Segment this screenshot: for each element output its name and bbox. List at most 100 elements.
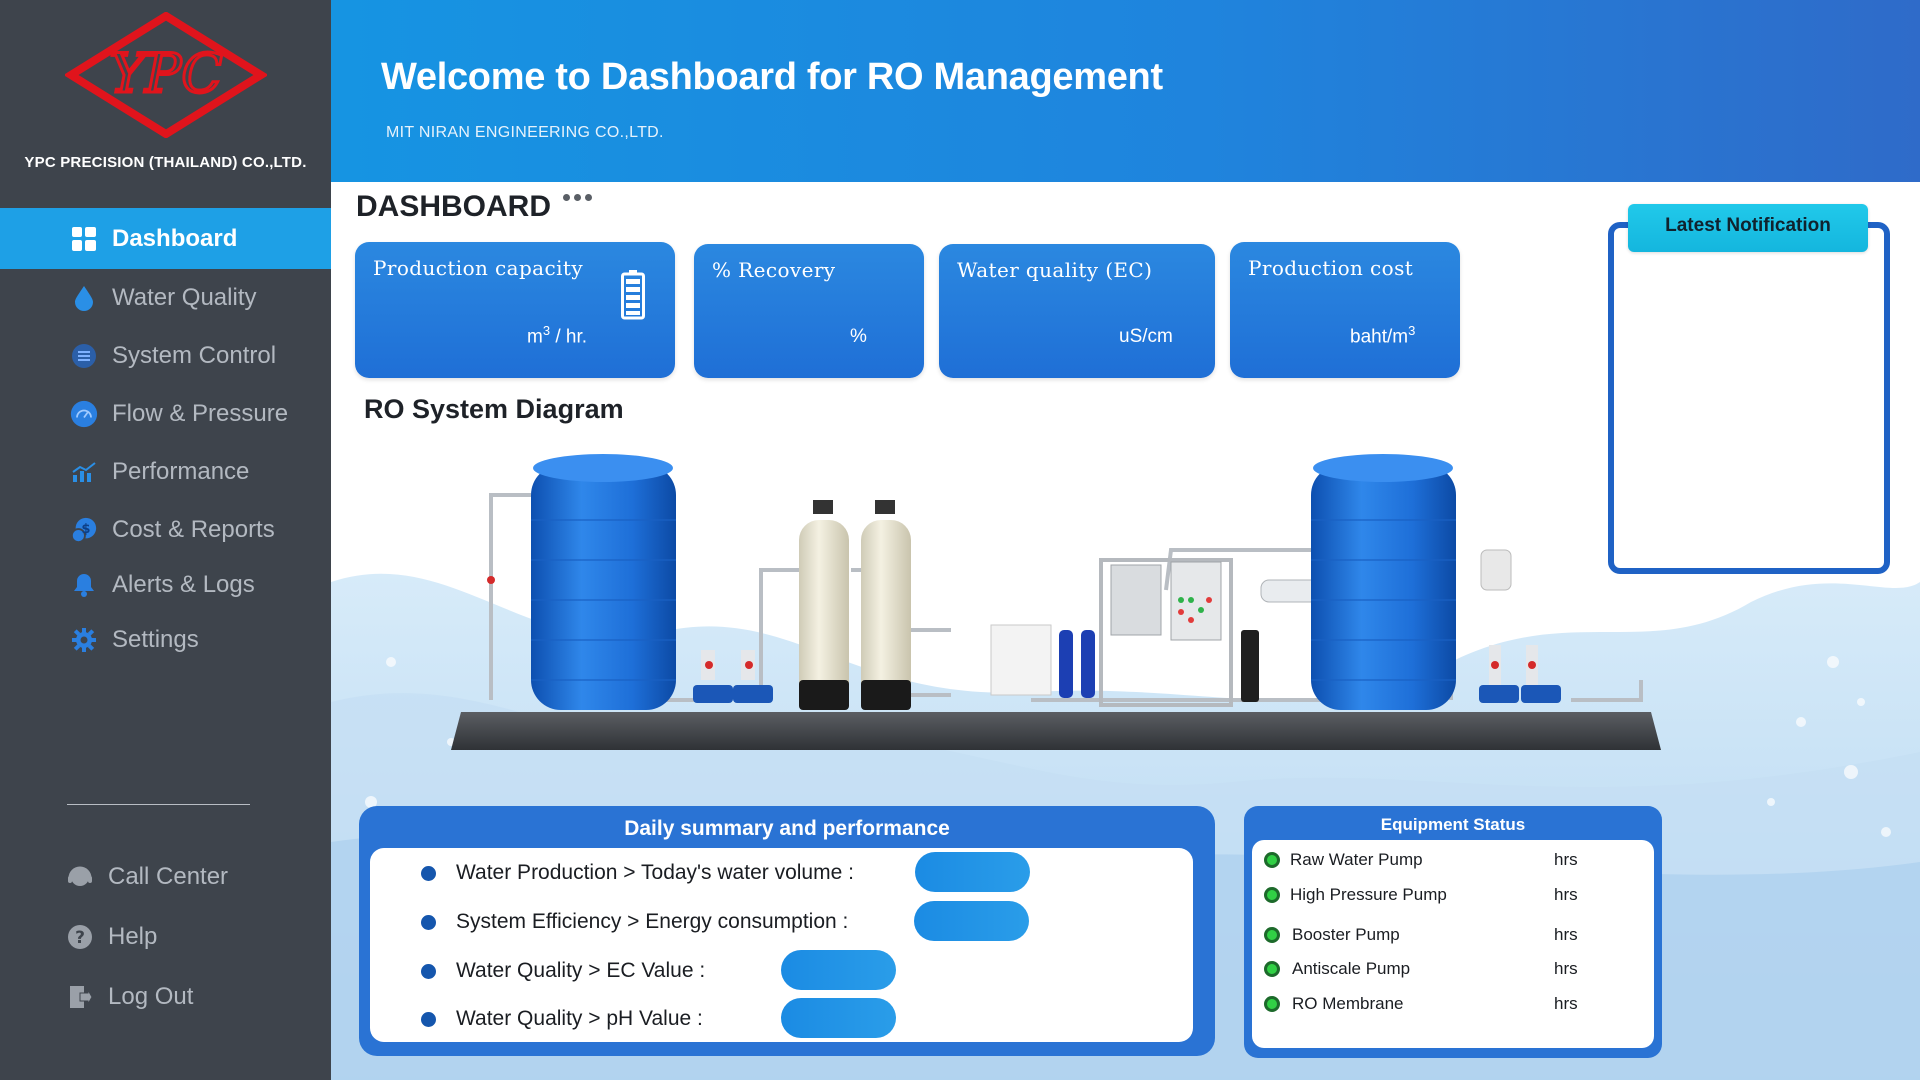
headset-icon xyxy=(66,863,94,891)
summary-label: Water Quality > EC Value : xyxy=(456,959,706,982)
sidebar-item-label: Performance xyxy=(112,458,250,485)
sidebar-item-label: Call Center xyxy=(108,863,229,890)
equipment-name: High Pressure Pump xyxy=(1290,885,1447,904)
card-unit: m3 / hr. xyxy=(527,322,588,347)
main-content: DASHBOARD Production capacity m3 / hr. %… xyxy=(331,182,1920,1080)
sidebar-divider xyxy=(67,804,250,805)
sidebar-item-settings[interactable]: Settings xyxy=(0,611,331,669)
sidebar-item-label: Alerts & Logs xyxy=(112,571,255,598)
sidebar-bottom-nav: Call Center ? Help Log Out xyxy=(0,847,331,1027)
bullet-icon xyxy=(421,1012,436,1027)
card-title: Production cost xyxy=(1248,256,1414,280)
card-title: % Recovery xyxy=(712,258,836,282)
summary-title: Daily summary and performance xyxy=(624,817,950,840)
equipment-name: Raw Water Pump xyxy=(1290,850,1423,869)
equipment-body: Raw Water Pump hrs High Pressure Pump hr… xyxy=(1252,840,1654,1048)
sidebar-item-performance[interactable]: Performance xyxy=(0,443,331,501)
card-unit: % xyxy=(850,326,867,347)
grid-icon xyxy=(70,225,98,253)
list-item: Raw Water Pump hrs xyxy=(1252,844,1654,874)
bell-icon xyxy=(70,571,98,599)
sidebar-item-water-quality[interactable]: Water Quality xyxy=(0,269,331,327)
sidebar-item-flow-pressure[interactable]: Flow & Pressure xyxy=(0,385,331,443)
summary-label: Water Quality > pH Value : xyxy=(456,1007,703,1030)
recovery-card[interactable]: % Recovery % xyxy=(694,244,924,378)
sidebar-item-label: Water Quality xyxy=(112,284,257,311)
svg-text:$: $ xyxy=(81,522,90,537)
sidebar-item-label: Cost & Reports xyxy=(112,516,275,543)
header-banner: Welcome to Dashboard for RO Management M… xyxy=(331,0,1920,182)
ph-value xyxy=(781,998,896,1038)
card-title: Production capacity xyxy=(373,256,584,280)
status-indicator-icon xyxy=(1264,996,1280,1012)
water-volume-value xyxy=(915,852,1030,892)
daily-summary-panel: Daily summary and performance Water Prod… xyxy=(359,806,1215,1056)
list-item: Water Production > Today's water volume … xyxy=(370,852,1193,892)
company-logo: YPC xyxy=(65,12,267,138)
ec-value xyxy=(781,950,896,990)
summary-label: System Efficiency > Energy consumption : xyxy=(456,910,849,933)
latest-notification-panel: Latest Notification xyxy=(1608,204,1890,574)
summary-body: Water Production > Today's water volume … xyxy=(370,848,1193,1042)
bullet-icon xyxy=(421,964,436,979)
ro-system-diagram xyxy=(451,454,1661,750)
gauge-icon xyxy=(70,400,98,428)
diagram-title: RO System Diagram xyxy=(364,394,624,424)
sidebar-item-dashboard[interactable]: Dashboard xyxy=(0,208,331,269)
battery-icon xyxy=(621,270,645,320)
gear-icon xyxy=(70,626,98,654)
equipment-status-panel: Equipment Status Raw Water Pump hrs High… xyxy=(1244,806,1662,1058)
equipment-name: RO Membrane xyxy=(1292,994,1404,1013)
energy-consumption-value xyxy=(914,901,1029,941)
list-item: Booster Pump hrs xyxy=(1252,919,1654,949)
more-options-icon[interactable] xyxy=(563,194,592,201)
svg-text:YPC: YPC xyxy=(109,42,222,105)
company-name: YPC PRECISION (THAILAND) CO.,LTD. xyxy=(24,154,307,171)
sidebar-item-help[interactable]: ? Help xyxy=(0,907,331,967)
production-capacity-card[interactable]: Production capacity m3 / hr. xyxy=(355,242,675,378)
page-title: DASHBOARD xyxy=(356,190,551,223)
card-unit: baht/m3 xyxy=(1350,322,1416,347)
bullet-icon xyxy=(421,866,436,881)
chart-icon xyxy=(70,458,98,486)
equipment-hours-unit: hrs xyxy=(1554,850,1578,869)
header-subtitle: MIT NIRAN ENGINEERING CO.,LTD. xyxy=(386,124,664,141)
sidebar-item-log-out[interactable]: Log Out xyxy=(0,967,331,1027)
sidebar-item-cost-reports[interactable]: $ Cost & Reports xyxy=(0,501,331,559)
help-icon: ? xyxy=(66,923,94,951)
sidebar-item-label: System Control xyxy=(112,342,277,369)
sidebar-item-system-control[interactable]: System Control xyxy=(0,327,331,385)
production-cost-card[interactable]: Production cost baht/m3 xyxy=(1230,242,1460,378)
water-drop-icon xyxy=(70,284,98,312)
list-item: High Pressure Pump hrs xyxy=(1252,879,1654,909)
list-item: System Efficiency > Energy consumption : xyxy=(370,901,1193,941)
summary-label: Water Production > Today's water volume … xyxy=(456,861,854,884)
equipment-name: Booster Pump xyxy=(1292,925,1400,944)
sidebar-item-label: Help xyxy=(108,923,158,950)
sidebar-item-call-center[interactable]: Call Center xyxy=(0,847,331,907)
equipment-name: Antiscale Pump xyxy=(1292,959,1411,978)
sidebar-nav: Dashboard Water Quality System Control F… xyxy=(0,208,331,669)
status-indicator-icon xyxy=(1264,852,1280,868)
list-item: Water Quality > EC Value : xyxy=(370,950,1193,990)
equipment-title: Equipment Status xyxy=(1380,815,1526,834)
notification-title: Latest Notification xyxy=(1628,204,1868,252)
equipment-hours-unit: hrs xyxy=(1554,959,1578,978)
status-indicator-icon xyxy=(1264,927,1280,943)
header-title: Welcome to Dashboard for RO Management xyxy=(381,56,1163,98)
equipment-hours-unit: hrs xyxy=(1554,925,1578,944)
water-quality-ec-card[interactable]: Water quality (EC) uS/cm xyxy=(939,244,1215,378)
status-indicator-icon xyxy=(1264,887,1280,903)
sidebar-item-label: Flow & Pressure xyxy=(112,400,289,427)
equipment-hours-unit: hrs xyxy=(1554,885,1578,904)
sidebar: YPC YPC PRECISION (THAILAND) CO.,LTD. Da… xyxy=(0,0,331,1080)
equipment-hours-unit: hrs xyxy=(1554,994,1578,1013)
bullet-icon xyxy=(421,915,436,930)
svg-text:?: ? xyxy=(75,928,85,948)
list-item: Antiscale Pump hrs xyxy=(1252,953,1654,983)
sidebar-item-label: Dashboard xyxy=(112,224,238,252)
sidebar-item-label: Log Out xyxy=(108,983,194,1010)
sidebar-item-alerts-logs[interactable]: Alerts & Logs xyxy=(0,559,331,611)
coin-icon: $ xyxy=(70,516,98,544)
logout-icon xyxy=(66,983,94,1011)
